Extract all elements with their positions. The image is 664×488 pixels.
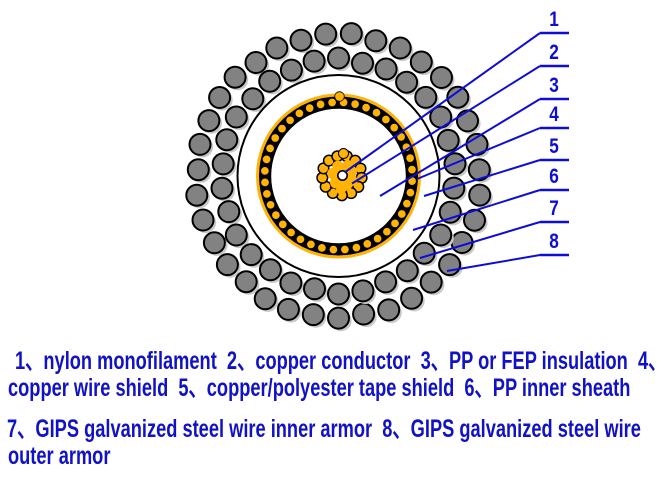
callout-label-5: 5: [549, 135, 559, 158]
steel-wire: [202, 231, 226, 255]
callout-label-1: 1: [549, 8, 559, 31]
steel-wire: [446, 85, 470, 109]
leader-lines: [343, 31, 569, 272]
callout-label-2: 2: [549, 41, 559, 64]
leader-line-2: [351, 65, 541, 185]
outer-armor-ring: [185, 22, 493, 332]
steel-wire: [186, 158, 210, 182]
steel-wire: [253, 287, 277, 311]
steel-wire: [210, 176, 234, 200]
steel-wire: [429, 223, 453, 247]
conductor-top-strand: [338, 148, 349, 159]
steel-wire: [430, 66, 453, 89]
steel-wire: [289, 28, 313, 52]
steel-wire: [215, 128, 239, 152]
steel-wire: [208, 86, 232, 109]
steel-wire: [301, 303, 325, 327]
steel-wire: [400, 286, 424, 310]
inner-armor-ring: [210, 46, 469, 308]
legend-line-2: copper wire shield 5、copper/polyester ta…: [8, 374, 631, 402]
steel-wire: [188, 132, 212, 156]
steel-wire: [185, 183, 209, 207]
steel-wire: [303, 277, 326, 301]
leader-line-3: [379, 98, 541, 197]
steel-wire: [351, 51, 374, 75]
steel-wire: [456, 109, 479, 133]
steel-wire: [276, 297, 300, 321]
steel-wire: [388, 36, 412, 60]
steel-wire: [258, 258, 282, 282]
steel-wire: [377, 298, 401, 322]
steel-wire: [241, 87, 265, 111]
steel-wire: [374, 270, 398, 294]
steel-wire: [224, 105, 248, 129]
callout-label-4: 4: [549, 103, 559, 126]
steel-wire: [468, 183, 492, 207]
nylon-monofilament: [336, 170, 348, 182]
steel-wire: [215, 253, 239, 277]
callout-label-8: 8: [549, 230, 559, 253]
tape-overlap-dot: [334, 91, 345, 102]
steel-wire: [467, 158, 491, 182]
steel-wire: [217, 200, 241, 224]
steel-wire: [414, 85, 438, 109]
steel-wire: [327, 46, 350, 70]
callout-label-7: 7: [549, 197, 559, 220]
steel-wire: [224, 223, 248, 247]
steel-wire: [258, 69, 282, 93]
steel-wire: [279, 58, 303, 82]
steel-wire: [314, 22, 338, 46]
wire-shield-dots: [260, 91, 417, 255]
steel-wire: [412, 241, 436, 265]
steel-wire: [419, 270, 443, 294]
steel-wire: [223, 65, 247, 89]
steel-wire: [395, 70, 419, 94]
steel-wire: [327, 306, 350, 330]
legend: 1、nylon monofilament 2、copper conductor …: [0, 340, 664, 488]
steel-wire: [352, 302, 376, 326]
callout-label-6: 6: [549, 165, 559, 188]
steel-wire: [211, 152, 235, 176]
legend-line-1: 1、nylon monofilament 2、copper conductor …: [15, 347, 664, 375]
leader-line-4: [416, 127, 541, 180]
steel-wire: [244, 51, 268, 74]
steel-wire: [239, 243, 263, 267]
legend-line-4: outer armor: [8, 442, 111, 470]
legend-line-3: 7、GIPS galvanized steel wire inner armor…: [7, 415, 641, 443]
steel-wire: [436, 128, 460, 152]
steel-wire: [191, 208, 215, 232]
steel-wire: [374, 57, 398, 81]
steel-wire: [442, 176, 466, 200]
callout-label-3: 3: [549, 74, 559, 97]
leader-line-7: [419, 221, 541, 259]
leader-line-6: [412, 189, 541, 231]
leader-line-8: [446, 254, 541, 272]
steel-wire: [351, 279, 375, 303]
steel-wire: [197, 109, 221, 133]
steel-wire: [339, 22, 363, 46]
steel-wire: [234, 270, 258, 294]
steel-wire: [438, 253, 462, 277]
steel-wire: [395, 259, 419, 283]
steel-wire: [265, 36, 289, 60]
steel-wire: [327, 282, 350, 306]
steel-wire: [364, 29, 388, 53]
steel-wire: [279, 271, 303, 295]
steel-wire: [409, 50, 433, 74]
steel-wire: [302, 49, 326, 73]
leader-line-5: [423, 159, 541, 197]
leader-line-1: [343, 32, 541, 174]
